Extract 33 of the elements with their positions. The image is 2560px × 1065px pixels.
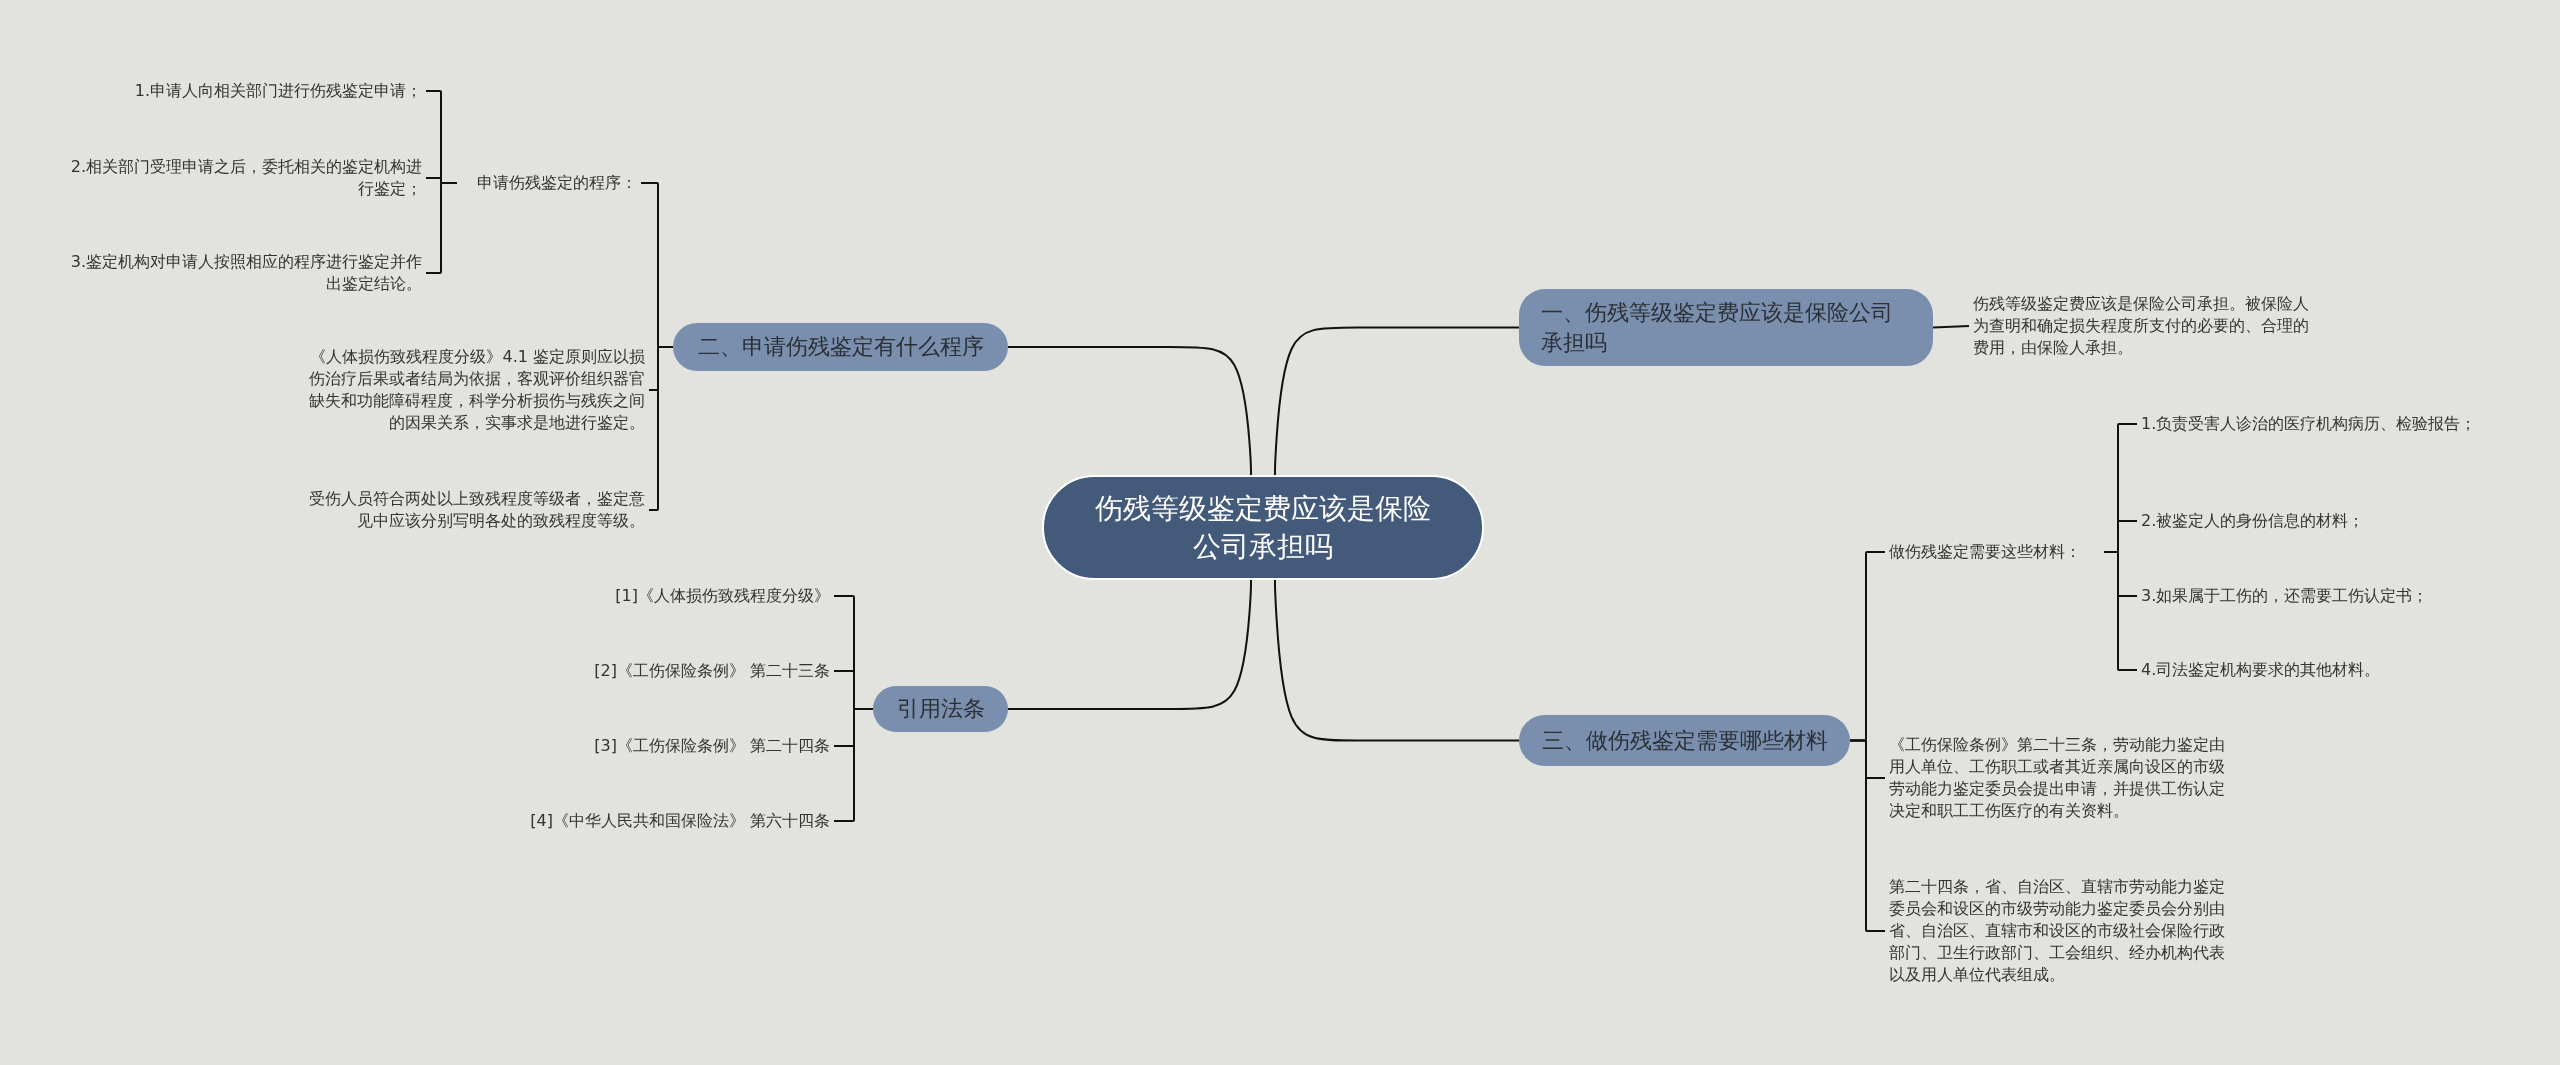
note-text: 申请伤残鉴定的程序：: [476, 172, 637, 194]
note-text: 1.申请人向相关部门进行伤残鉴定申请；: [133, 80, 422, 102]
note-text: 3.鉴定机构对申请人按照相应的程序进行鉴定并作出鉴定结论。: [69, 251, 422, 295]
topic-text: 二、申请伤残鉴定有什么程序: [697, 333, 984, 361]
note-text: 3.如果属于工伤的，还需要工伤认定书；: [2141, 585, 2430, 607]
topic-pill: [873, 686, 1008, 732]
note-text: [4]《中华人民共和国保险法》 第六十四条: [529, 810, 830, 832]
note-text: 第二十四条，省、自治区、直辖市劳动能力鉴定委员会和设区的市级劳动能力鉴定委员会分别由省、自治区、直辖市和设区的市级社会保险行政部门、卫生行政部门、工会组织、经办机构代表以及用人单位代表组成。: [1889, 876, 2226, 986]
note-text: 2.相关部门受理申请之后，委托相关的鉴定机构进行鉴定；: [69, 156, 422, 200]
topic-text: 引用法条: [896, 695, 985, 723]
connector-line: [1007, 579, 1252, 710]
note-text: [2]《工伤保险条例》 第二十三条: [593, 660, 830, 682]
topic-text: 三、做伤残鉴定需要哪些材料: [1541, 726, 1828, 755]
note-text: 做伤残鉴定需要这些材料：: [1889, 541, 2082, 563]
connector-line: [1274, 579, 1520, 742]
note-text: 1.负责受害人诊治的医疗机构病历、检验报告；: [2141, 413, 2478, 435]
note-text: 《工伤保险条例》第二十三条，劳动能力鉴定由用人单位、工伤职工或者其近亲属向设区的市级劳动能力鉴定委员会提出申请，并提供工伤认定决定和职工工伤医疗的有关资料。: [1889, 734, 2226, 822]
connector-line: [648, 346, 674, 511]
topic-pill: [673, 323, 1008, 371]
connector-line: [1274, 326, 1520, 476]
note-text: [1]《人体损伤致残程度分级》: [614, 585, 830, 607]
central-topic-text: 伤残等级鉴定费应该是保险公司承担吗: [1094, 490, 1432, 565]
topic-pill: [1519, 715, 1850, 766]
note-text: 伤残等级鉴定费应该是保险公司承担。被保险人为查明和确定损失程度所支付的必要的、合理的费用，由保险人承担。: [1973, 293, 2310, 359]
connector-line: [1007, 346, 1252, 476]
note-text: 《人体损伤致残程度分级》4.1 鉴定原则应以损伤治疗后果或者结局为依据，客观评价组织器官缺失和功能障碍程度，科学分析损伤与残疾之间的因果关系，实事求是地进行鉴定。: [308, 346, 645, 434]
note-text: 2.被鉴定人的身份信息的材料；: [2141, 510, 2366, 532]
topic-pill: [1519, 289, 1933, 366]
connector-line: [1932, 325, 1970, 329]
note-text: 4.司法鉴定机构要求的其他材料。: [2141, 659, 2382, 681]
note-text: 受伤人员符合两处以上致残程度等级者，鉴定意见中应该分别写明各处的致残程度等级。: [308, 488, 645, 532]
topic-text: 一、伤残等级鉴定费应该是保险公司承担吗: [1541, 298, 1894, 357]
note-text: [3]《工伤保险条例》 第二十四条: [593, 735, 830, 757]
